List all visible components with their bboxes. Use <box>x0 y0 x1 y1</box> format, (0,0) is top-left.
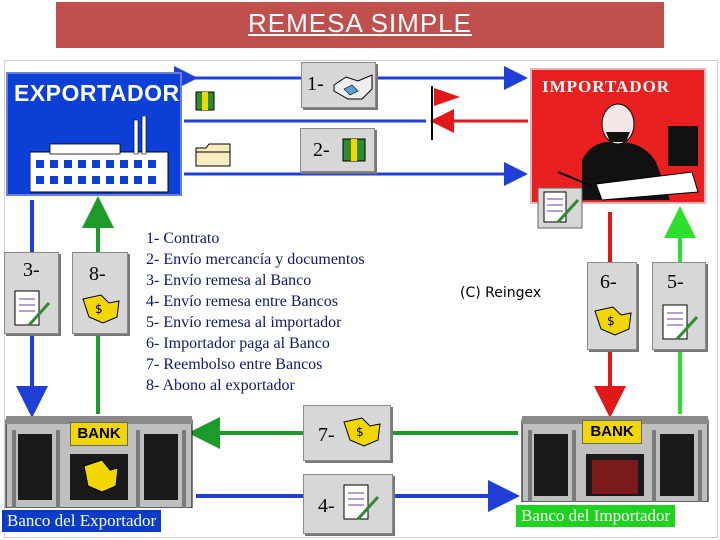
legend-item: 8- Abono al exportador <box>146 377 295 394</box>
legend-item: 6- Importador paga al Banco <box>146 335 330 352</box>
document-icon <box>343 484 380 521</box>
step-8-card: 8- $ <box>72 252 128 334</box>
step-5-card: 5- <box>652 262 706 350</box>
exporter-box: EXPORTADOR <box>6 72 182 196</box>
money-icon: $ <box>343 417 381 447</box>
step-7-card: 7- $ <box>303 405 391 461</box>
copyright-notice: (C) Reingex <box>460 285 542 301</box>
handshake-icon <box>333 74 373 100</box>
exporter-label: EXPORTADOR <box>14 80 180 106</box>
step-6-number: 6- <box>600 271 617 293</box>
document-icon <box>14 290 51 327</box>
step-3-number: 3- <box>23 259 40 281</box>
importer-bank-label: Banco del Importador <box>516 505 676 527</box>
bank-building-icon <box>5 416 193 508</box>
legend-item: 2- Envío mercancía y documentos <box>146 251 365 268</box>
step-7-number: 7- <box>318 424 335 446</box>
legend-item: 1- Contrato <box>146 230 220 247</box>
goods-box-icon <box>342 138 366 162</box>
legend-list: 1- Contrato 2- Envío mercancía y documen… <box>146 228 365 396</box>
legend-item: 5- Envío remesa al importador <box>146 314 342 331</box>
exporter-bank-label: Banco del Exportador <box>2 510 162 532</box>
legend-item: 3- Envío remesa al Banco <box>146 272 312 289</box>
step-8-number: 8- <box>89 263 106 285</box>
svg-text:$: $ <box>95 302 103 316</box>
bank-sign: BANK <box>70 422 128 446</box>
flag-icon <box>434 88 460 106</box>
step-4-number: 4- <box>318 495 335 517</box>
svg-text:$: $ <box>607 314 615 328</box>
step-3-card: 3- <box>4 252 59 334</box>
step-4-card: 4- <box>303 474 393 534</box>
importer-label: IMPORTADOR <box>542 77 671 96</box>
step-6-card: 6- $ <box>587 262 637 350</box>
goods-box-icon <box>195 91 215 111</box>
step-1-card: 1- <box>301 62 376 108</box>
svg-text:$: $ <box>356 425 364 439</box>
businessman-icon <box>557 103 699 201</box>
title-bar: REMESA SIMPLE <box>56 2 664 48</box>
document-icon <box>662 304 699 341</box>
importer-bank: BANK <box>520 412 710 502</box>
step-5-number: 5- <box>667 271 684 293</box>
document-icon <box>537 187 583 229</box>
legend-item: 7- Reembolso entre Bancos <box>146 356 323 373</box>
step-1-number: 1- <box>307 73 324 95</box>
step-2-card: 2- <box>300 128 375 172</box>
money-icon: $ <box>82 294 120 324</box>
step-2-number: 2- <box>313 139 330 161</box>
exporter-bank: BANK <box>4 412 194 508</box>
bank-sign: BANK <box>582 420 642 444</box>
page-title: REMESA SIMPLE <box>248 8 472 38</box>
money-icon: $ <box>594 306 632 336</box>
factory-icon <box>30 116 169 193</box>
legend-item: 4- Envío remesa entre Bancos <box>146 293 338 310</box>
folder-icon <box>195 143 231 167</box>
money-icon <box>83 459 119 493</box>
importer-box: IMPORTADOR <box>530 68 706 204</box>
